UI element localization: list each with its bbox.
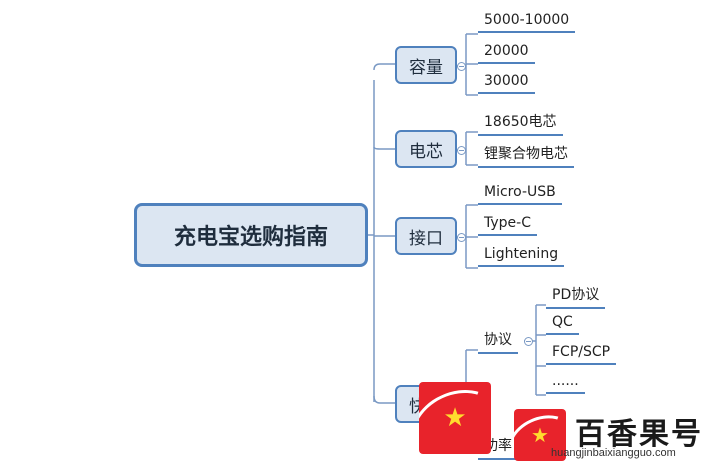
leaf-capacity-2: 20000 [478,43,535,64]
star-icon: ★ [531,423,549,447]
watermark-logo-left: ★ [419,382,491,454]
watermark-brand: 百香果号 [575,417,703,452]
leaf-protocol-1: PD协议 [546,284,606,309]
star-icon: ★ [443,403,467,433]
sub-branch-power[interactable]: 功率 [478,435,518,460]
collapse-protocol-icon[interactable] [524,337,533,346]
collapse-capacity-icon[interactable] [457,62,466,71]
leaf-port-2: Type-C [478,215,537,236]
branch-capacity-label: 容量 [409,57,443,78]
branch-port-label: 接口 [409,228,443,249]
leaf-cell-2: 锂聚合物电芯 [478,143,574,168]
leaf-port-1: Micro-USB [478,184,562,205]
root-node[interactable]: 充电宝选购指南 [134,203,368,267]
leaf-port-3: Lightening [478,246,565,267]
branch-cell-label: 电芯 [409,141,443,162]
leaf-capacity-1: 5000-10000 [478,12,576,33]
branch-port[interactable]: 接口 [395,217,457,255]
leaf-cell-1: 18650电芯 [478,111,563,136]
branch-cell[interactable]: 电芯 [395,130,457,168]
leaf-protocol-3: FCP/SCP [546,344,617,365]
leaf-protocol-4: ...... [546,373,585,394]
collapse-cell-icon[interactable] [457,146,466,155]
leaf-capacity-3: 30000 [478,73,535,94]
watermark-url: huangjinbaixiangguo.com [551,447,676,459]
collapse-port-icon[interactable] [457,233,466,242]
sub-branch-protocol[interactable]: 协议 [478,329,518,354]
branch-capacity[interactable]: 容量 [395,46,457,84]
leaf-protocol-2: QC [546,314,579,335]
root-label: 充电宝选购指南 [173,225,328,250]
watermark-logo-right: ★ [514,409,566,461]
